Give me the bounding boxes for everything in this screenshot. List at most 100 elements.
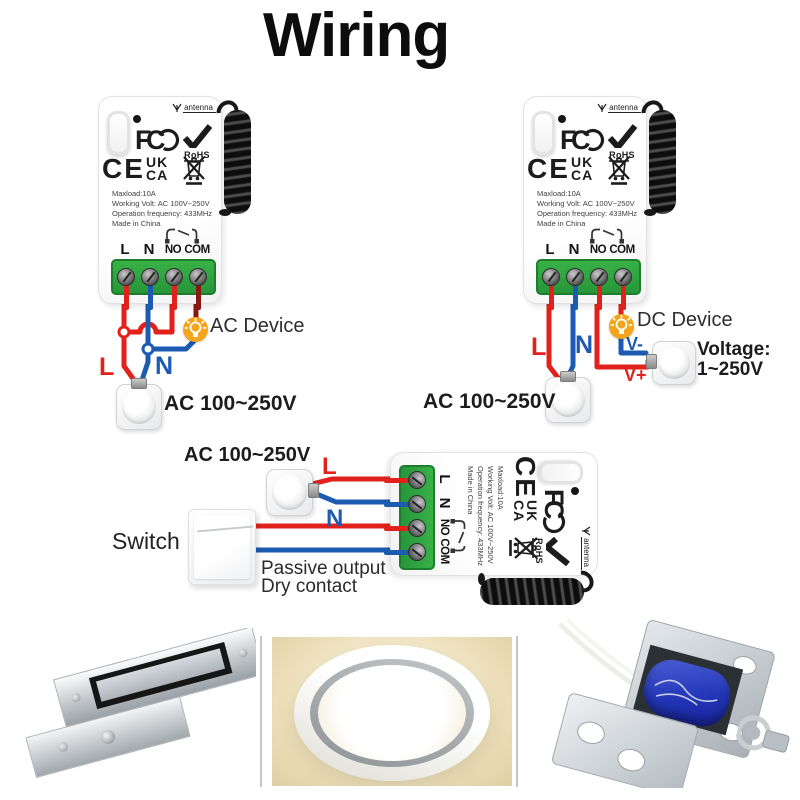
terminal-block	[384, 465, 435, 570]
terminal-label-com: COM	[438, 538, 450, 564]
rohs-check-icon: RoHS	[534, 535, 570, 567]
terminal-screw[interactable]	[141, 268, 159, 286]
terminal-screw[interactable]	[408, 471, 426, 489]
terminal-l[interactable]	[542, 268, 560, 310]
svg-text:C: C	[146, 125, 166, 155]
terminal-label-l: L	[120, 241, 130, 258]
gallery-divider	[516, 636, 518, 787]
ce-mark: CE	[510, 456, 541, 499]
socket-pin	[560, 371, 576, 382]
terminal-n[interactable]	[141, 268, 159, 310]
terminal-label-com: COM	[609, 244, 635, 256]
page-title: Wiring	[263, 1, 450, 70]
terminal-screw[interactable]	[408, 543, 426, 561]
terminal-com[interactable]	[189, 268, 207, 310]
wall-switch[interactable]	[188, 509, 256, 585]
solenoid-lock-photo	[532, 616, 790, 788]
ce-mark: CE	[527, 153, 570, 184]
terminal-com[interactable]	[614, 268, 632, 310]
switch-label: Switch	[112, 528, 180, 554]
terminal-screw[interactable]	[542, 268, 560, 286]
solenoid-plunger	[734, 709, 790, 753]
dc-device-bulb-icon	[609, 314, 634, 339]
terminal-screw[interactable]	[590, 268, 608, 286]
light-panel	[318, 665, 466, 761]
terminal-screw[interactable]	[189, 268, 207, 286]
svg-text:C: C	[571, 125, 591, 155]
neutral-label-left: N	[155, 352, 174, 380]
socket-pin	[308, 483, 319, 498]
led-indicator	[133, 115, 141, 123]
antenna-label: antenna	[597, 103, 641, 113]
terminal-screw[interactable]	[408, 495, 426, 513]
terminal-no[interactable]	[384, 519, 426, 537]
led-indicator	[558, 115, 566, 123]
weee-bin-icon	[503, 533, 542, 563]
voltage-label-2: 1~250V	[697, 359, 764, 380]
dc-device-label: DC Device	[637, 309, 733, 331]
terminal-screw[interactable]	[566, 268, 584, 286]
power-socket-left	[116, 378, 162, 430]
terminal-screw[interactable]	[117, 268, 135, 286]
ac-device-label: AC Device	[210, 315, 305, 337]
reset-button[interactable]	[539, 461, 583, 484]
power-socket-right	[545, 371, 591, 423]
terminal-l[interactable]	[384, 471, 426, 489]
terminal-l[interactable]	[117, 268, 135, 310]
terminal-label-no: NO	[438, 518, 450, 536]
terminal-no[interactable]	[590, 268, 608, 310]
weee-bin-icon	[604, 152, 634, 191]
line-label-left: L	[99, 353, 115, 381]
ac-device-bulb-icon	[183, 317, 208, 342]
terminal-n[interactable]	[384, 495, 426, 513]
output-label-2: Dry contact	[261, 576, 358, 597]
weee-bin-icon	[179, 152, 209, 191]
terminal-label-n: N	[568, 241, 580, 258]
reset-button[interactable]	[107, 111, 130, 155]
neutral-label-middle: N	[326, 505, 344, 532]
relay-contact-icon	[161, 222, 205, 249]
line-label-right: L	[531, 333, 547, 361]
terminal-no[interactable]	[165, 268, 183, 310]
fcc-logo-icon: F C	[560, 125, 606, 160]
antenna-label: antenna	[172, 103, 216, 113]
rohs-check-icon: RoHS	[606, 124, 638, 160]
relay-contact-icon	[586, 222, 630, 249]
ceiling-light-photo	[272, 637, 512, 786]
supply-label-right: AC 100~250V	[423, 390, 556, 413]
svg-text:C: C	[539, 500, 569, 520]
terminal-block	[536, 259, 641, 310]
terminal-label-no: NO	[589, 244, 607, 256]
terminal-screw[interactable]	[614, 268, 632, 286]
svg-text:F: F	[539, 489, 569, 506]
terminal-com[interactable]	[384, 543, 426, 561]
terminal-label-n: N	[143, 241, 155, 258]
terminal-n[interactable]	[566, 268, 584, 310]
antenna-icon	[597, 103, 607, 112]
terminal-screw[interactable]	[165, 268, 183, 286]
antenna-coil	[219, 110, 251, 216]
led-indicator	[571, 487, 579, 495]
dc-device-socket	[646, 341, 696, 385]
svg-text:F: F	[560, 125, 577, 155]
output-label-1: Passive output	[261, 558, 386, 579]
switch-rocker[interactable]	[194, 515, 253, 579]
terminal-screw[interactable]	[408, 519, 426, 537]
terminal-label-no: NO	[164, 244, 182, 256]
socket-pin	[131, 378, 147, 389]
line-label-middle: L	[322, 453, 337, 480]
neutral-label-right: N	[575, 331, 594, 359]
relay-contact-icon	[445, 515, 472, 559]
gallery-divider	[260, 636, 262, 787]
fcc-logo-icon: F C	[135, 125, 181, 160]
reset-button[interactable]	[532, 111, 555, 155]
terminal-label-l: L	[545, 241, 555, 258]
fcc-logo-icon: F C	[534, 489, 569, 535]
